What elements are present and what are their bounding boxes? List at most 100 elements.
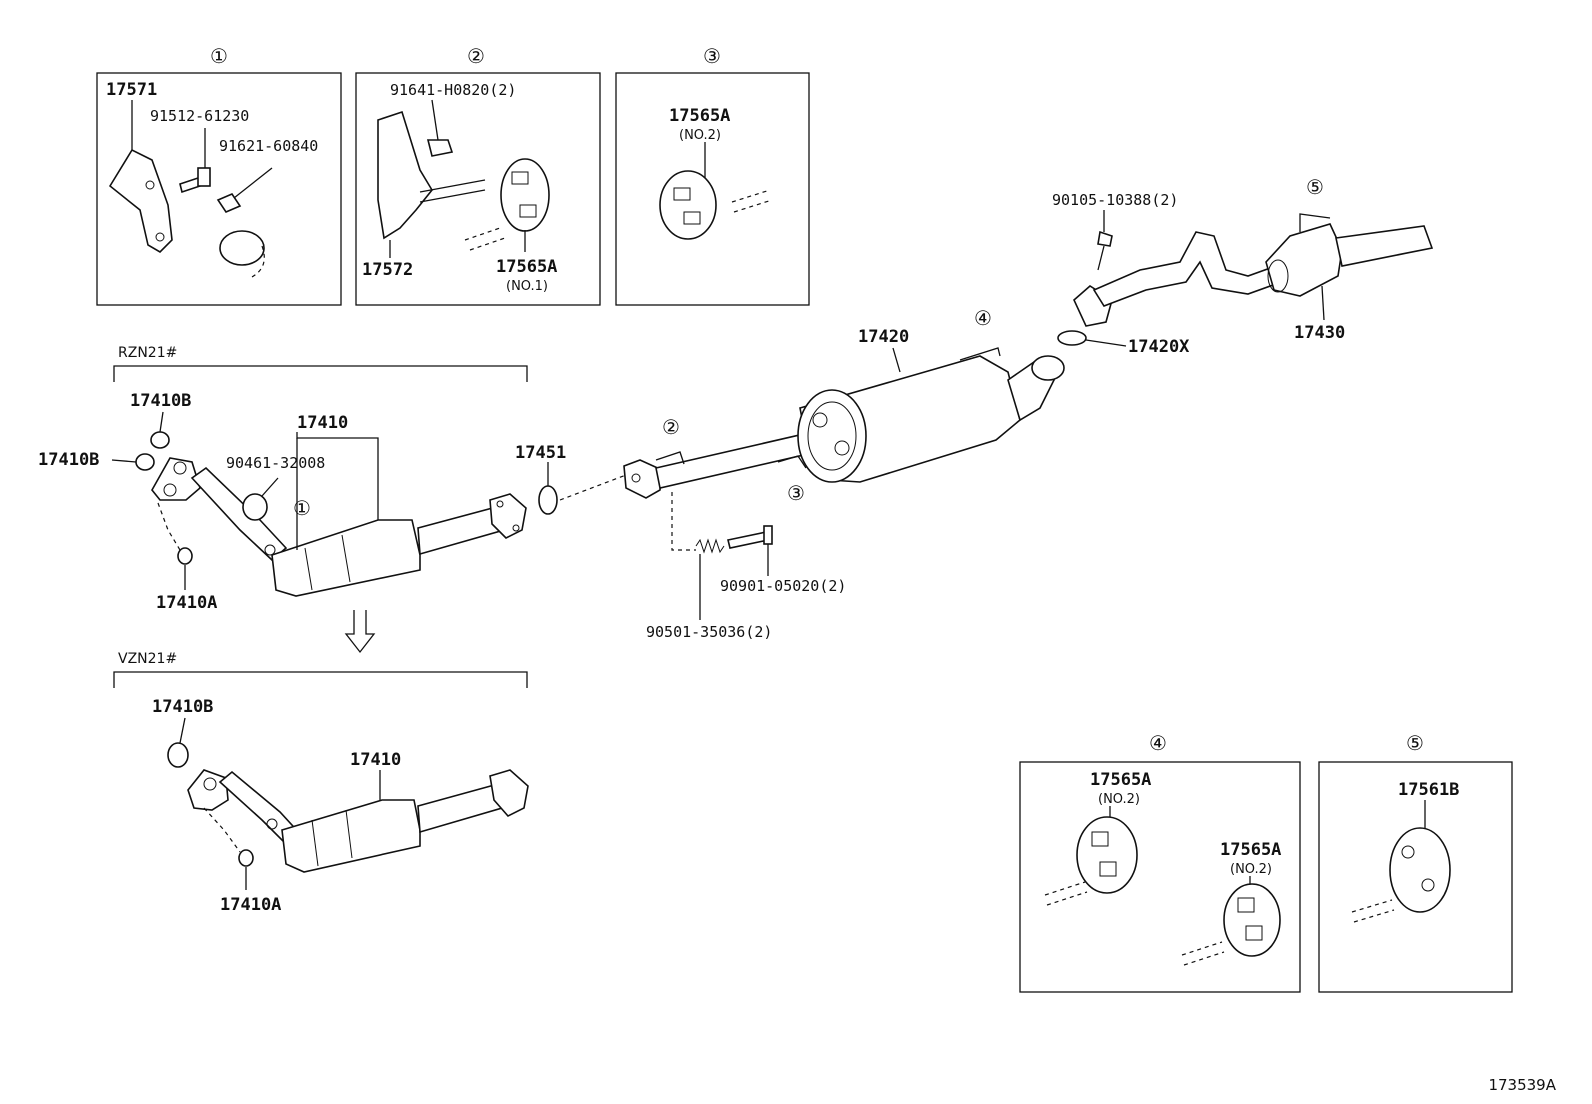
bolt-icon — [179, 176, 201, 194]
nut-17410A-icon — [177, 547, 193, 565]
nut-17410A-icon — [238, 849, 254, 867]
marker-3-callout: ③ — [787, 481, 805, 505]
label-17410B-lower: 17410B — [152, 697, 213, 717]
inset-2-label-17572: 17572 — [362, 260, 413, 280]
spring-icon — [695, 538, 725, 554]
bolt-icon — [426, 139, 454, 157]
gasket-17410B-icon — [167, 742, 189, 768]
clamp-icon — [242, 493, 268, 521]
bracket-hole-icon — [155, 232, 165, 242]
inset-5-label-17561B: 17561B — [1398, 780, 1459, 800]
inset-3-label-17565A: 17565A — [669, 106, 730, 126]
bracket-17571-icon — [108, 148, 173, 254]
bolt-head-icon — [197, 167, 211, 187]
front-pipe-rzn: 17410B 17410B 17410 90461-32008 17410A ① — [38, 391, 527, 613]
gasket-17410B-icon — [135, 453, 155, 471]
down-arrow-icon — [344, 610, 376, 654]
inset-2-frame — [355, 72, 601, 306]
marker-4-callout: ④ — [974, 306, 992, 330]
label-90105: 90105-10388(2) — [1052, 191, 1178, 209]
hanger-17565A-icon — [1223, 883, 1281, 957]
inset-3: ③ 17565A (NO.2) — [615, 44, 810, 306]
hanger-17561B-icon — [1389, 827, 1451, 913]
label-17410-lower: 17410 — [350, 750, 401, 770]
model-label-vzn21: VZN21# — [118, 651, 177, 667]
nut-icon — [216, 193, 242, 213]
gasket-17420X-group: 17420X — [1057, 330, 1190, 357]
inset-4-frame — [1019, 761, 1301, 993]
label-17420X: 17420X — [1128, 337, 1190, 357]
catalytic-converter-icon — [281, 799, 421, 873]
inset-2-label-91641: 91641-H0820(2) — [390, 81, 516, 99]
outlet-flange-icon — [489, 493, 527, 539]
model-rzn-bracket: RZN21# — [113, 345, 528, 382]
inset-3-marker: ③ — [703, 44, 721, 68]
clamp-icon — [219, 230, 265, 266]
hanger-17565A-icon — [500, 158, 550, 232]
bolt-icon — [727, 531, 769, 549]
gasket-17451-icon — [538, 485, 558, 515]
bolt-head-icon — [763, 525, 773, 545]
hanger-17565A-icon — [1076, 816, 1138, 894]
inset-1-frame — [96, 72, 342, 306]
front-pipe-icon — [190, 466, 288, 562]
label-17410B-left: 17410B — [38, 450, 99, 470]
muffler-group: 17420 ④ — [797, 306, 1065, 483]
label-90501: 90501-35036(2) — [646, 623, 772, 641]
inset-2-label-17565A: 17565A — [496, 257, 557, 277]
label-17410A-lower: 17410A — [220, 895, 281, 915]
inset-4: ④ 17565A (NO.2) 17565A (NO.2) — [1019, 731, 1301, 993]
inset-2-marker: ② — [467, 44, 485, 68]
inset-1-label-91512: 91512-61230 — [150, 107, 249, 125]
marker-2-callout: ② — [662, 415, 680, 439]
inset-1-marker: ① — [210, 44, 228, 68]
inset-1-label-17571: 17571 — [106, 80, 157, 100]
front-pipe-outlet-icon — [417, 782, 503, 834]
tail-pipe-outlet-icon — [1335, 225, 1434, 267]
tail-muffler-icon — [1265, 223, 1343, 297]
inset-4-label-no2-a: (NO.2) — [1098, 792, 1140, 807]
inset-2: ② 91641-H0820(2) 17572 17565A (NO.1) — [355, 44, 601, 306]
bolt-icon — [1097, 230, 1113, 247]
gasket-17451-group: 17451 — [515, 443, 627, 515]
hanger-17565A-icon — [659, 170, 717, 240]
inset-5: ⑤ 17561B — [1318, 731, 1513, 993]
marker-1-callout: ① — [293, 496, 311, 520]
model-label-rzn21: RZN21# — [118, 345, 177, 361]
inset-1-label-91621: 91621-60840 — [219, 137, 318, 155]
inset-4-label-17565A-b: 17565A — [1220, 840, 1281, 860]
tail-pipe-group: 90105-10388(2) ⑤ 17430 — [1052, 175, 1434, 343]
tail-pipe-icon — [1092, 231, 1277, 307]
inset-5-marker: ⑤ — [1406, 731, 1424, 755]
gasket-17420X-icon — [1057, 330, 1087, 346]
front-pipe-vzn: 17410B 17410 17410A — [152, 697, 529, 915]
inset-4-label-17565A-a: 17565A — [1090, 770, 1151, 790]
inset-5-frame — [1318, 761, 1513, 993]
label-90461: 90461-32008 — [226, 454, 325, 472]
label-17410B-upper: 17410B — [130, 391, 191, 411]
inset-4-marker: ④ — [1149, 731, 1167, 755]
label-17410: 17410 — [297, 413, 348, 433]
label-17420: 17420 — [858, 327, 909, 347]
marker-5-callout: ⑤ — [1306, 175, 1324, 199]
bracket-hole-icon — [145, 180, 155, 190]
bracket-17572-icon — [377, 110, 433, 240]
inset-2-label-no1: (NO.1) — [506, 279, 548, 294]
inset-1: ① 17571 91512-61230 91621-60840 — [96, 44, 342, 306]
center-pipe-flange-icon — [623, 459, 663, 499]
diagram-code: 173539A — [1488, 1076, 1556, 1094]
model-vzn-bracket: VZN21# — [113, 651, 528, 688]
label-17451: 17451 — [515, 443, 566, 463]
gasket-17410B-icon — [150, 431, 170, 449]
inset-3-frame — [615, 72, 810, 306]
label-90901: 90901-05020(2) — [720, 577, 846, 595]
inset-4-label-no2-b: (NO.2) — [1230, 862, 1272, 877]
muffler-flange-icon — [1031, 355, 1065, 381]
outlet-flange-icon — [489, 769, 529, 817]
label-17410A: 17410A — [156, 593, 217, 613]
inset-3-label-no2: (NO.2) — [679, 128, 721, 143]
label-17430: 17430 — [1294, 323, 1345, 343]
muffler-end-icon — [797, 389, 867, 483]
